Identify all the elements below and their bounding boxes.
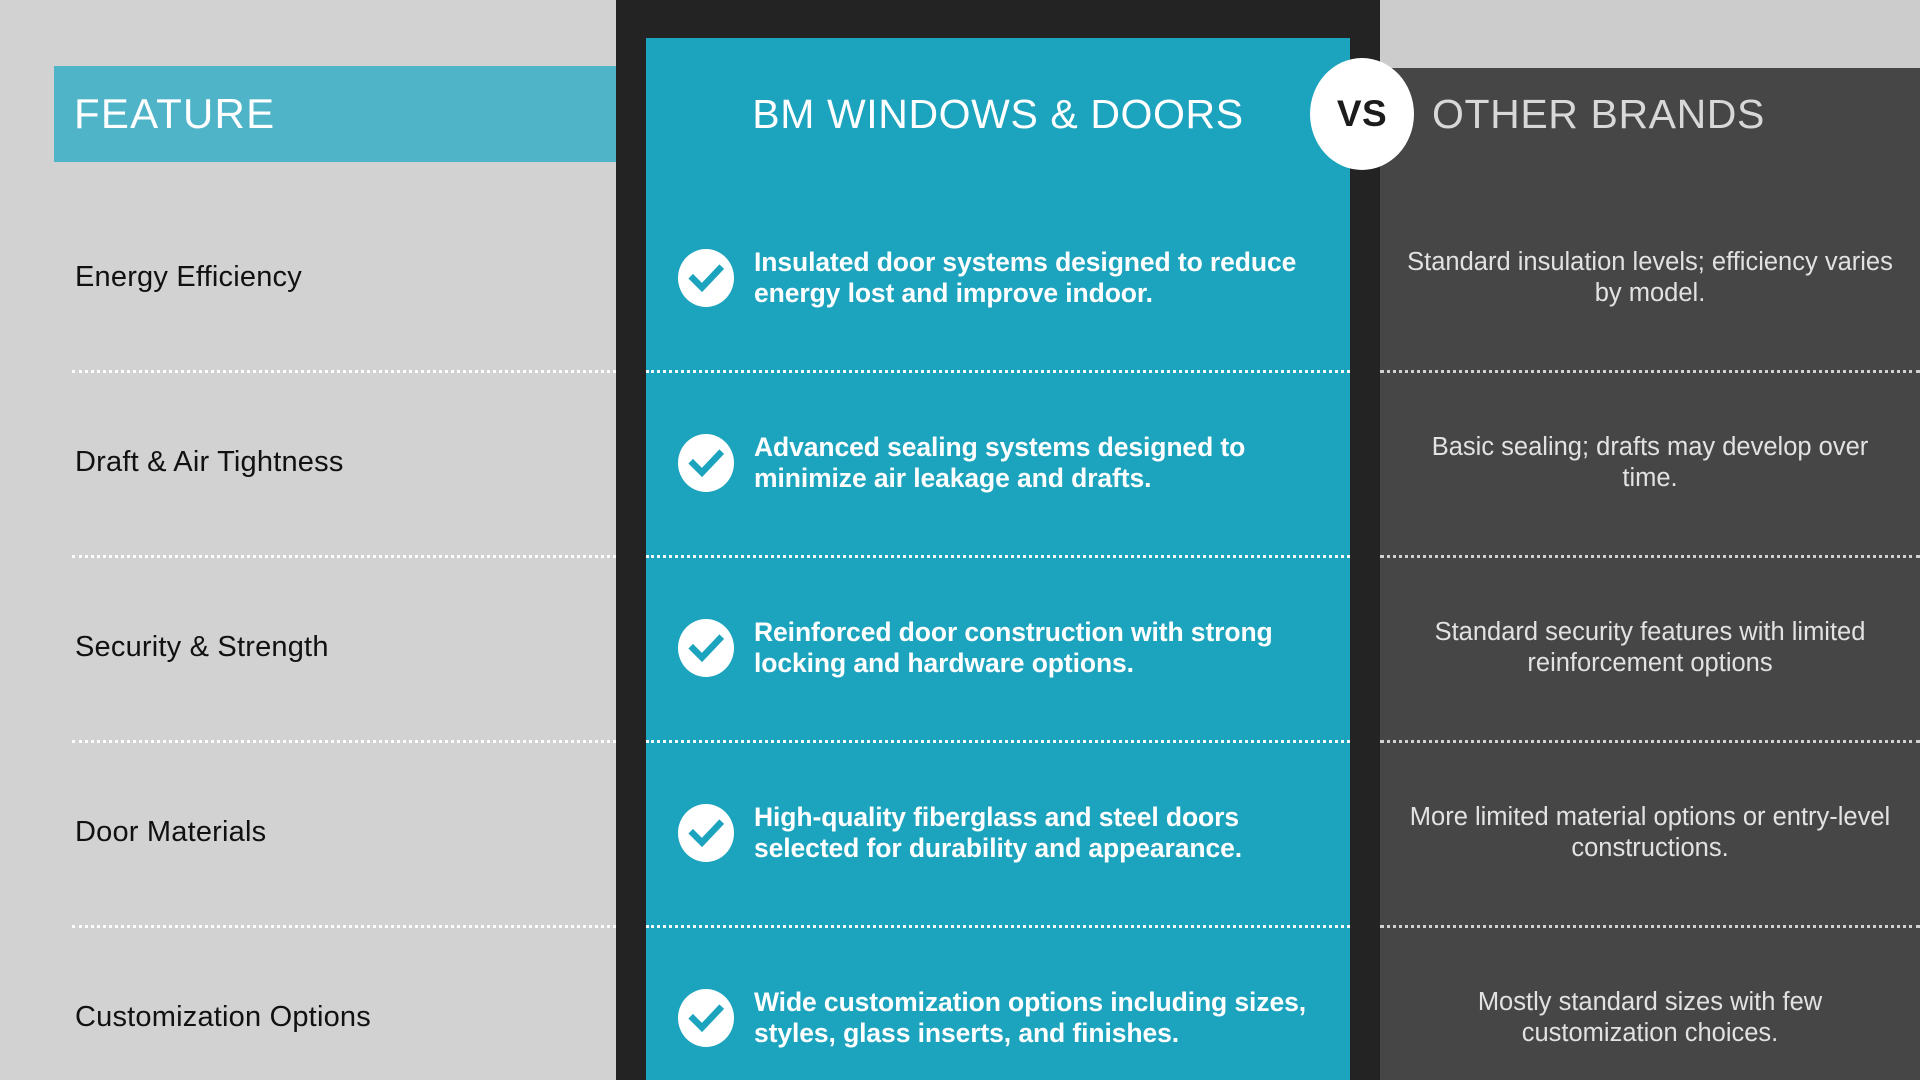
feature-header-bar: FEATURE <box>54 66 616 162</box>
other-brand-description: Mostly standard sizes with few customiza… <box>1477 987 1823 1047</box>
row-divider-left <box>72 925 616 928</box>
vs-badge-label: VS <box>1336 93 1388 134</box>
brand-description: Wide customization options including siz… <box>754 986 1306 1048</box>
row-divider-mid <box>646 740 1350 743</box>
check-circle-icon <box>678 803 734 863</box>
brand-description: Advanced sealing systems designed to min… <box>754 431 1246 493</box>
comparison-rows: Energy Efficiency Insulated door systems … <box>0 185 1920 1080</box>
brand-cell: Advanced sealing systems designed to min… <box>646 432 1350 494</box>
other-brands-header-label: OTHER BRANDS <box>1432 90 1765 137</box>
row-divider-left <box>72 740 616 743</box>
table-row: Door Materials High-quality fiberglass an… <box>0 740 1920 928</box>
row-divider-left <box>72 370 616 373</box>
left-background-panel <box>0 0 616 1080</box>
row-divider-left <box>72 555 616 558</box>
brand-cell: Wide customization options including siz… <box>646 987 1350 1049</box>
right-top-background-strip <box>1380 0 1920 68</box>
table-row: Draft & Air Tightness Advanced sealing sy… <box>0 370 1920 558</box>
other-brand-description: Standard security features with limited … <box>1434 617 1866 677</box>
other-brand-description: Standard insulation levels; efficiency v… <box>1407 247 1893 307</box>
table-row: Energy Efficiency Insulated door systems … <box>0 185 1920 373</box>
feature-label: Security & Strength <box>75 631 329 663</box>
brand-description: High-quality fiberglass and steel doors … <box>754 801 1242 863</box>
feature-label: Draft & Air Tightness <box>75 446 344 478</box>
brand-cell: Reinforced door construction with strong… <box>646 617 1350 679</box>
row-divider-mid <box>646 925 1350 928</box>
check-circle-icon <box>678 248 734 308</box>
brand-cell: High-quality fiberglass and steel doors … <box>646 802 1350 864</box>
feature-label: Customization Options <box>75 1001 371 1033</box>
brand-cell: Insulated door systems designed to reduc… <box>646 247 1350 309</box>
table-row: Security & Strength Reinforced door const… <box>0 555 1920 743</box>
feature-header-label: FEATURE <box>74 90 276 137</box>
vs-badge: VS <box>1310 58 1414 170</box>
check-circle-icon <box>678 433 734 493</box>
brand-column-panel <box>646 38 1350 1080</box>
feature-label: Door Materials <box>75 816 267 848</box>
check-circle-icon <box>678 618 734 678</box>
other-brands-panel <box>1380 68 1920 1080</box>
brand-description: Insulated door systems designed to reduc… <box>754 246 1297 308</box>
feature-label: Energy Efficiency <box>75 261 302 293</box>
row-divider-right <box>1380 740 1920 743</box>
other-brand-description: Basic sealing; drafts may develop over t… <box>1431 432 1869 492</box>
brand-header-label: BM WINDOWS & DOORS <box>752 90 1244 137</box>
row-divider-mid <box>646 370 1350 373</box>
row-divider-mid <box>646 555 1350 558</box>
table-row: Customization Options Wide customization … <box>0 925 1920 1080</box>
row-divider-right <box>1380 555 1920 558</box>
check-circle-icon <box>678 988 734 1048</box>
other-brand-description: More limited material options or entry-l… <box>1409 802 1891 862</box>
brand-description: Reinforced door construction with strong… <box>754 616 1273 678</box>
row-divider-right <box>1380 925 1920 928</box>
row-divider-right <box>1380 370 1920 373</box>
